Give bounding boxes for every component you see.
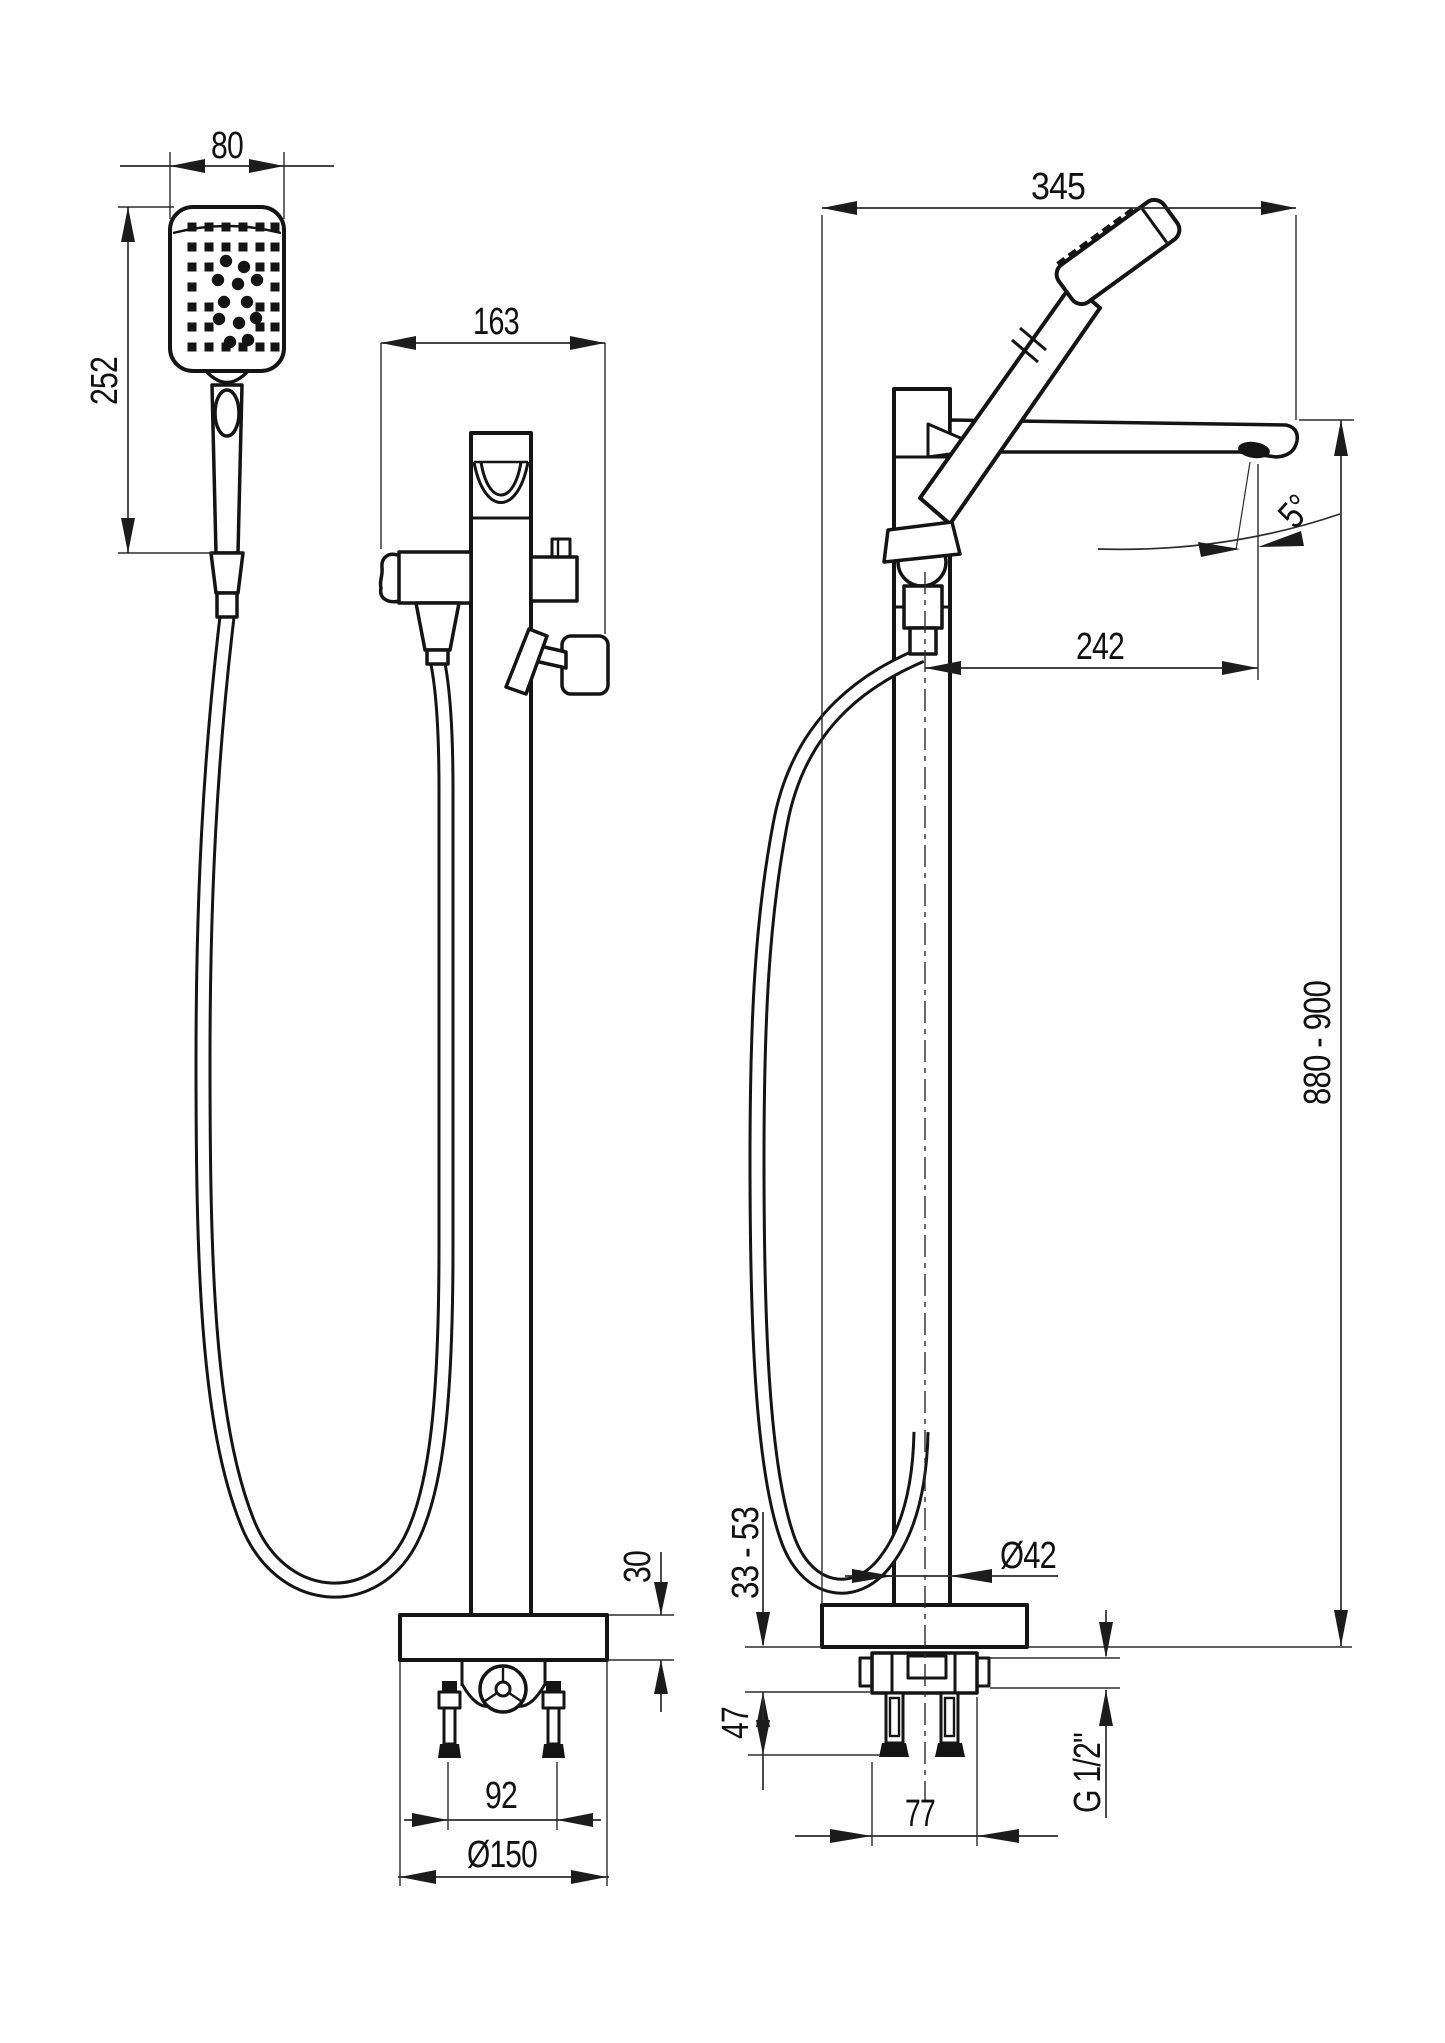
hose-connector-stub [908, 626, 938, 656]
base-plate [398, 1613, 609, 1662]
dim-head-width-label: 80 [211, 125, 243, 167]
diverter-knob [529, 537, 579, 603]
riser-column-front [469, 431, 533, 1617]
spray-face-dots [187, 222, 280, 352]
dim-base-plate-height: 30 [609, 1551, 674, 1712]
swivel-clamp [882, 520, 962, 564]
lever-blade [504, 627, 549, 696]
dim-hand-shower-length-label: 252 [84, 357, 126, 405]
spout-top-arc-inner [479, 461, 523, 497]
shower-hose-side [748, 647, 930, 1595]
shower-holder [378, 550, 473, 666]
dim-base-plate-diameter-label: Ø150 [467, 1834, 537, 1876]
head-neck [204, 369, 250, 385]
dim-overall-height: 880 - 900 [1297, 419, 1354, 1646]
dim-spout-tilt-angle: 5° [1097, 461, 1341, 680]
dim-anchor-spacing-label: 92 [485, 1775, 517, 1817]
dim-anchor-spacing: 92 [404, 1762, 601, 1830]
hand-shower-front [168, 205, 286, 619]
dim-overall-height-label: 880 - 900 [1297, 981, 1339, 1105]
dim-overall-depth: 345 [821, 166, 1297, 1604]
dim-floor-adjustment-range: 33 - 53 [725, 1507, 770, 1727]
hand-shower-side [882, 197, 1182, 656]
valve-escutcheon [560, 634, 610, 696]
dim-water-connection: G 1/2" [1067, 1610, 1113, 1818]
spout-side [926, 418, 1300, 459]
hand-shower-head-side [1054, 197, 1182, 307]
dim-bracket-width: 77 [795, 1697, 1058, 1846]
dim-water-connection-label: G 1/2" [1067, 1733, 1109, 1813]
front-view: 80 252 163 30 [84, 125, 674, 1886]
mixer-lever [504, 627, 610, 696]
hose-outlet-ferrule [425, 648, 450, 666]
dim-base-plate-height-label: 30 [617, 1551, 659, 1583]
dim-spout-tilt-angle-label: 5° [1271, 488, 1321, 537]
anchor-bolts-front [437, 1681, 566, 1758]
dim-overall-depth-label: 345 [1031, 166, 1085, 208]
tilt-axis-line [1235, 461, 1251, 551]
dim-spout-reach: 242 [925, 626, 1258, 675]
dim-fixture-width-label: 163 [473, 301, 519, 343]
dim-anchor-depth: 47 [715, 1692, 770, 1790]
spout-arm [948, 418, 1300, 459]
spout-top-arc-outer [472, 461, 530, 504]
hose-connector-block [902, 584, 944, 630]
holder-body [397, 550, 473, 605]
dim-floor-adjustment-range-label: 33 - 53 [725, 1507, 767, 1599]
hose-ferrule [215, 591, 239, 619]
dim-spout-reach-label: 242 [1076, 626, 1124, 668]
spout-outlet [1238, 441, 1270, 459]
dim-base-plate-diameter: Ø150 [398, 1662, 609, 1886]
anchor-bolts-side [879, 1691, 965, 1757]
spray-face-edge-ticks [1056, 207, 1136, 268]
dim-bracket-width-label: 77 [905, 1793, 935, 1835]
side-view: 345 5° 242 880 - 900 [715, 166, 1354, 1846]
dim-riser-diameter-label: Ø42 [1000, 1535, 1056, 1577]
dim-anchor-depth-label: 47 [715, 1707, 757, 1739]
shower-hose-front [194, 615, 455, 1599]
reference-lines [745, 1646, 1352, 1756]
dim-fixture-width: 163 [380, 301, 606, 634]
supply-pipe-circle [478, 1664, 528, 1714]
handle-button [213, 388, 241, 438]
base-front [398, 1613, 609, 1758]
hose-nut [209, 551, 245, 595]
dim-head-width: 80 [120, 125, 334, 219]
dim-riser-diameter: Ø42 [845, 1535, 1058, 1583]
dim-hand-shower-length: 252 [84, 206, 213, 554]
holder-knob [378, 552, 402, 604]
riser-column [469, 431, 533, 1617]
hose-outlet-cone [414, 601, 461, 652]
